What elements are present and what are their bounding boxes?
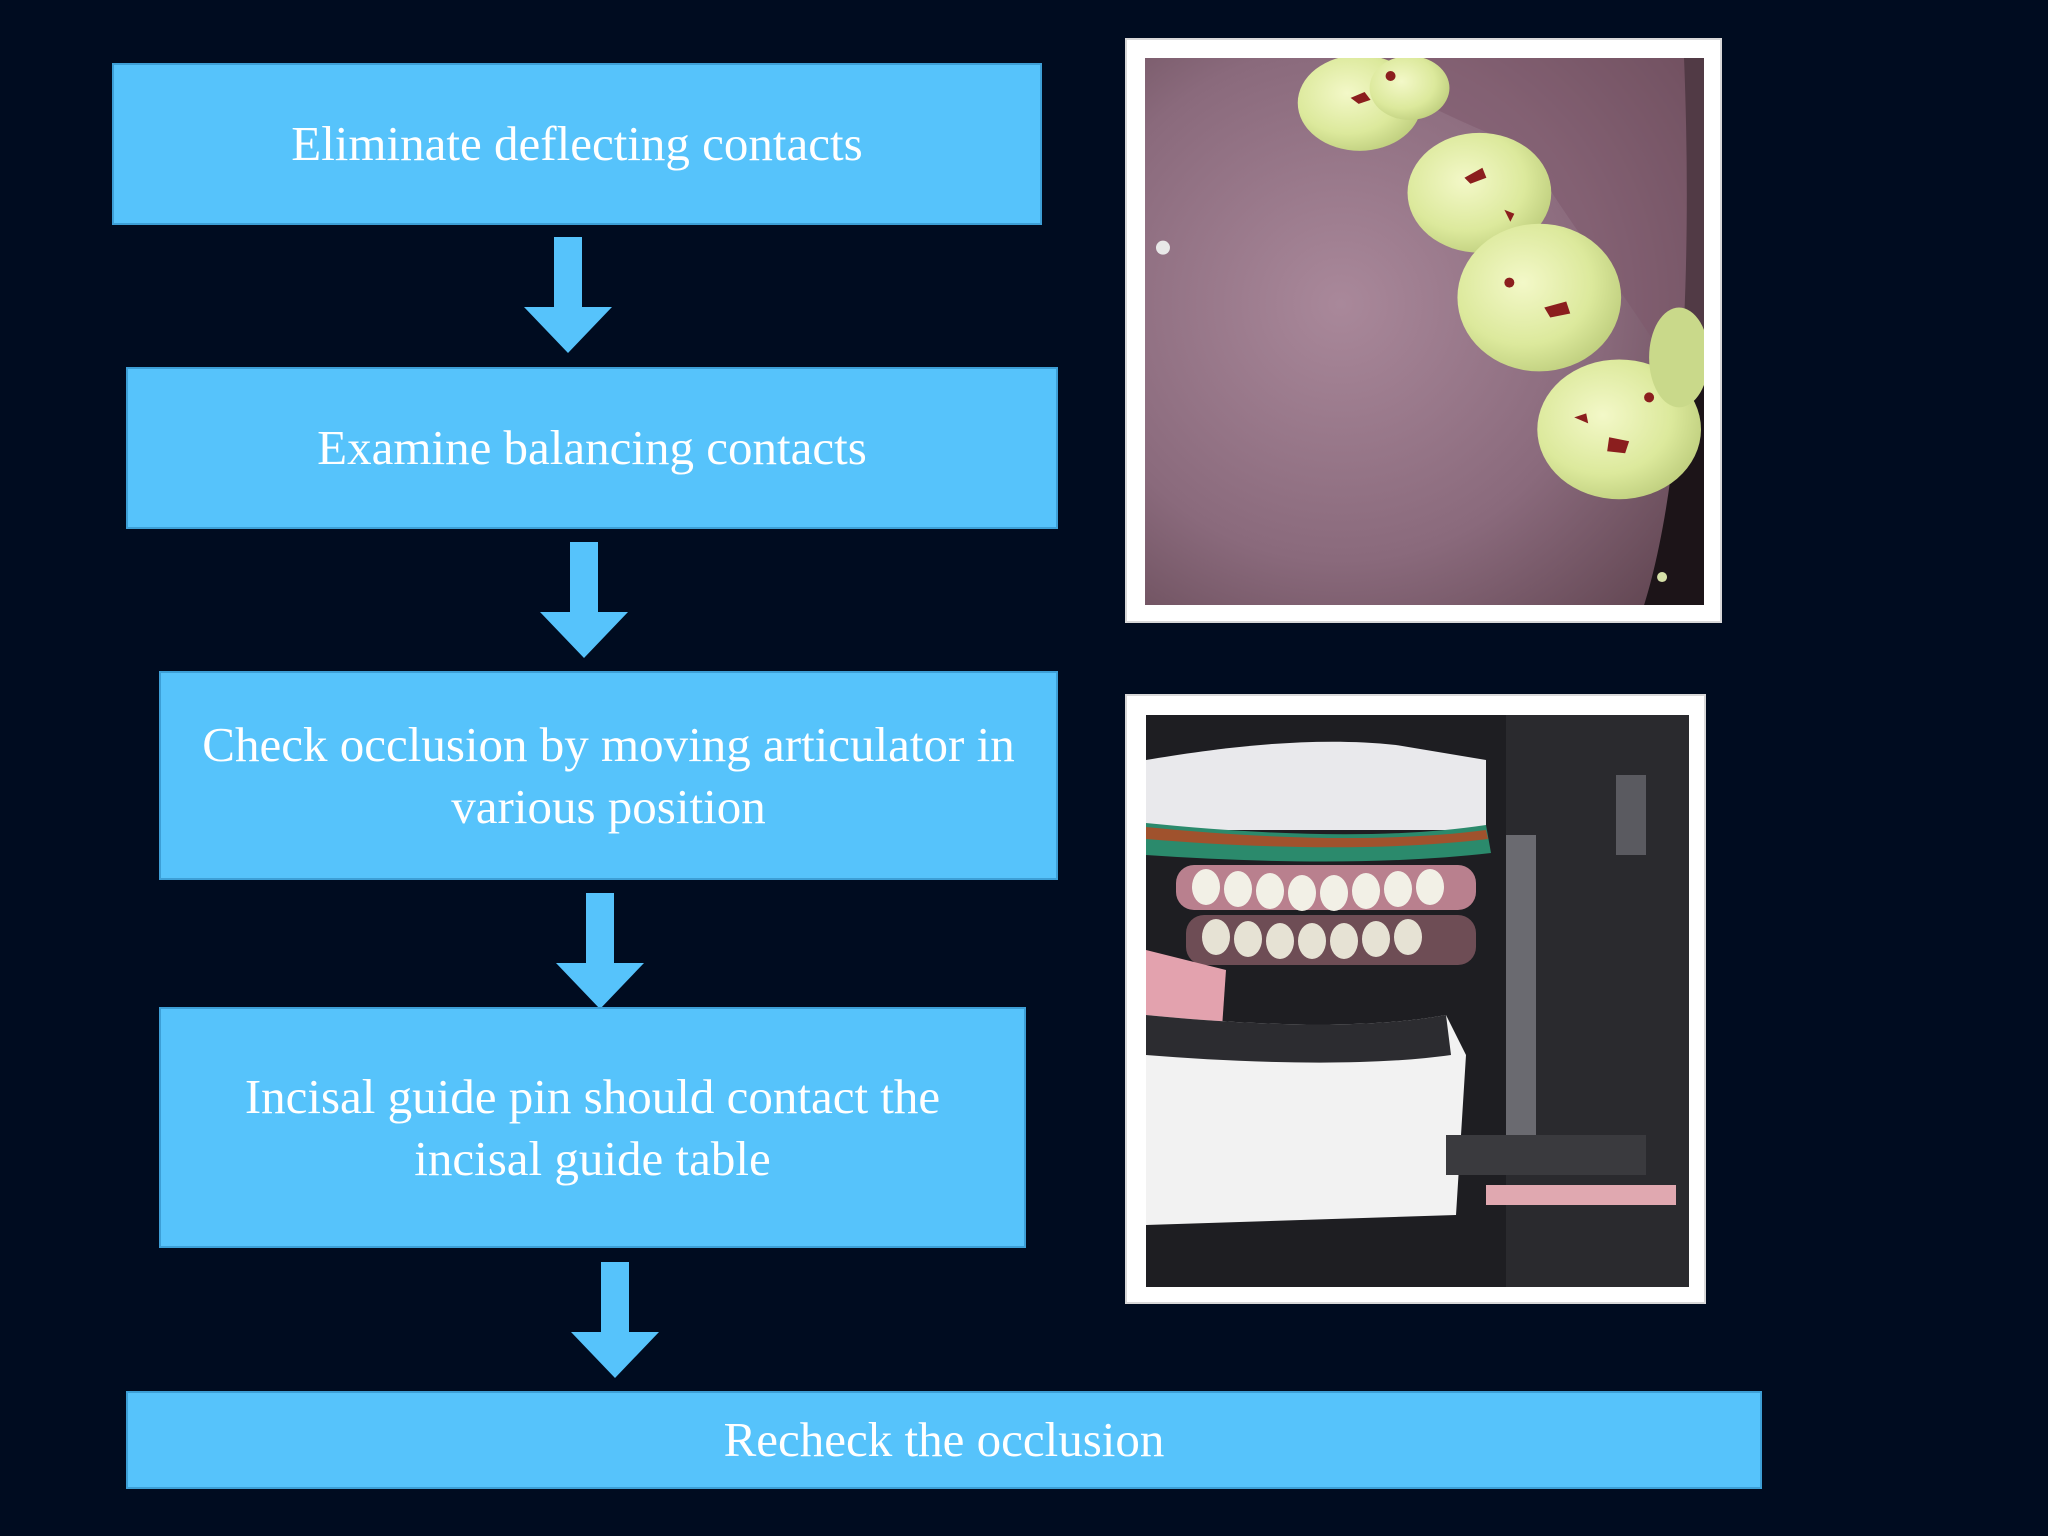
down-arrow-icon <box>556 893 644 1009</box>
step-incisal-guide-pin: Incisal guide pin should contact the inc… <box>159 1007 1026 1248</box>
teeth-occlusal-photo <box>1125 38 1722 623</box>
step-label: Incisal guide pin should contact the inc… <box>244 1068 941 1186</box>
down-arrow-icon <box>571 1262 659 1378</box>
articulator-photo <box>1125 694 1706 1304</box>
teeth-occlusal-image <box>1145 58 1704 605</box>
step-label: Check occlusion by moving articulator in… <box>202 716 1015 834</box>
articulator-image <box>1146 715 1689 1287</box>
down-arrow-icon <box>524 237 612 353</box>
step-eliminate-deflecting-contacts: Eliminate deflecting contacts <box>112 63 1042 225</box>
step-examine-balancing-contacts: Examine balancing contacts <box>126 367 1058 529</box>
down-arrow-icon <box>540 542 628 658</box>
step-label: Examine balancing contacts <box>317 420 867 475</box>
step-check-occlusion: Check occlusion by moving articulator in… <box>159 671 1058 880</box>
step-recheck-occlusion: Recheck the occlusion <box>126 1391 1762 1489</box>
step-label: Recheck the occlusion <box>723 1412 1165 1467</box>
step-label: Eliminate deflecting contacts <box>291 116 863 171</box>
